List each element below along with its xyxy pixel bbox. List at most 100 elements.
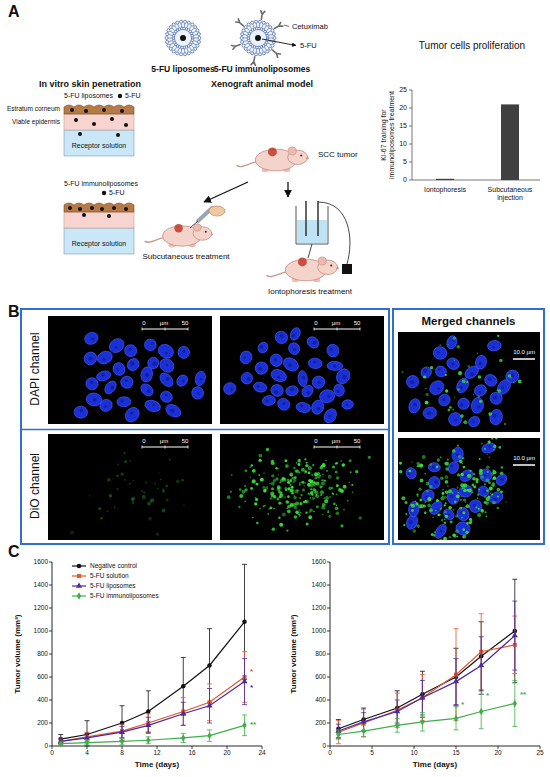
immunoliposome-icon [247,50,250,53]
dio-signal [279,495,282,498]
liposome-icon [194,40,197,42]
dio-signal [305,511,307,513]
immunoliposome-icon [247,28,250,30]
dio-signal [445,515,448,518]
scale-bar [314,329,360,330]
dio-signal [289,473,293,477]
cell-nucleus [274,358,277,361]
dio-signal [468,474,472,478]
dio-signal [319,485,322,488]
scale-bar [142,329,188,330]
data-marker [180,710,186,715]
cell-nucleus [300,383,316,399]
dio-signal [487,440,490,443]
dio-signal [328,475,332,479]
dio-signal [324,480,326,482]
cell-nucleus [281,355,301,374]
liposome-icon [181,49,182,53]
cell-nucleus [146,356,160,370]
cell-nucleus [472,382,488,398]
dio-signal [466,381,468,383]
dio-signal [497,507,500,510]
drug-dot [124,207,128,211]
dio-signal [124,460,127,463]
dio-signal [290,489,294,493]
tumor-volume-chart [414,746,415,749]
dio-signal [285,489,288,492]
dio-signal [298,510,300,512]
dio-signal [480,475,484,479]
dio-signal [467,474,471,478]
dio-signal [335,463,337,465]
dio-signal [282,513,286,517]
tick-label: 5 [403,158,407,166]
cell-nucleus [451,362,454,365]
error-bar [420,680,425,715]
cell-nucleus [460,403,463,406]
tick-label: 0 [403,176,407,184]
dio-signal [408,470,411,473]
dio-signal [463,490,465,492]
data-marker [479,708,483,715]
dio-signal [493,449,495,451]
cell-nucleus [182,380,185,383]
liposome-icon [196,44,199,47]
dio-signal [278,486,281,489]
dio-signal [310,491,313,494]
cell-nucleus [463,528,466,531]
dio-signal [265,486,268,489]
electrode [305,201,307,236]
dio-signal [501,466,503,468]
dio-signal [421,466,423,468]
tumor-volume-chart [330,746,540,747]
category-label: Subcutaneous injection [478,186,542,202]
dio-signal [500,490,503,493]
cell-nucleus [432,465,435,468]
dio-signal [256,483,259,486]
dio-signal [299,502,302,505]
dio-signal [351,484,353,486]
immunoliposome-icon [253,48,254,51]
dio-signal [486,516,487,517]
tick-label: 15 [399,122,407,130]
axis-title: Time (days) [413,760,457,769]
immunoliposome-icon [250,26,252,29]
data-marker [85,739,89,746]
cell-nucleus [145,373,149,377]
dio-signal [491,483,495,487]
liposome-icon [183,20,186,23]
dio-signal [445,467,448,470]
dio-signal [287,502,289,504]
dio-signal [445,475,449,479]
cell-nucleus [310,398,326,415]
dio-signal [287,479,290,482]
mouse-illustration [140,205,232,251]
tick-label: 12 [153,749,160,756]
dio-signal [285,500,289,504]
dio-signal [434,531,436,533]
cell-nucleus [479,362,482,365]
dio-signal [486,466,489,469]
dio-signal [492,482,494,484]
cell-nucleus [275,396,292,413]
immunoliposome-icon [241,33,244,36]
cell-nucleus [177,345,191,359]
cell-nucleus [115,346,118,349]
dio-signal [479,458,481,460]
dio-signal [309,479,313,483]
dio-signal [252,469,256,473]
tumor-volume-chart [327,562,330,563]
dio-signal [298,463,301,466]
dio-signal [505,501,507,503]
electrode-pad [342,264,352,274]
dio-signal [308,515,312,519]
dio-signal [459,460,463,464]
cell-nucleus [151,342,154,345]
cell-nucleus [253,381,268,393]
dio-signal [423,376,426,379]
cell-nucleus [143,398,161,413]
cell-nucleus [243,356,245,358]
antibody-symbol [273,50,281,57]
drug-dot [74,118,78,122]
cell-nucleus [91,337,94,340]
